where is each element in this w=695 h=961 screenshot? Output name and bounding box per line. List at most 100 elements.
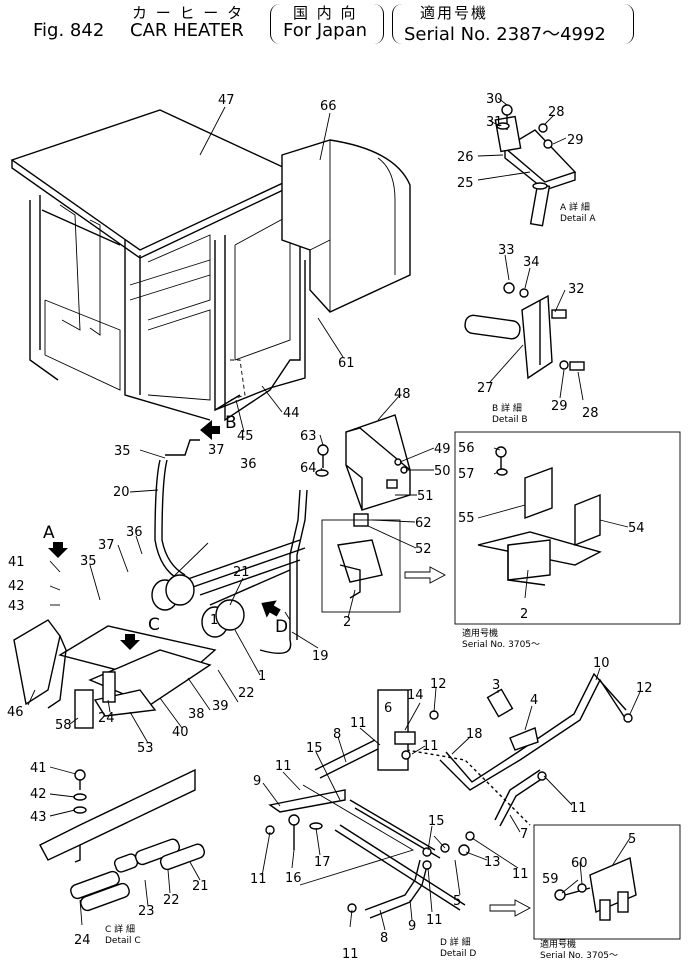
- part-number-label: 13: [484, 855, 501, 870]
- part-number-label: 11: [350, 716, 367, 731]
- detail-captions: A 詳 細 Detail A B 詳 細 Detail B C 詳 細 Deta…: [105, 201, 618, 961]
- part-number-label: 21: [192, 879, 209, 894]
- part-number-label: 20: [113, 485, 130, 500]
- engine-hood: [281, 139, 411, 313]
- japanese-region: 国 内 向: [293, 4, 358, 22]
- part-number-label: 45: [237, 429, 254, 444]
- bolt-63-64: [315, 444, 329, 477]
- part-number-label: 36: [240, 457, 257, 472]
- japanese-part-name: カ ー ヒ ー タ: [132, 4, 245, 22]
- detail-d-caption-en: Detail D: [440, 949, 476, 959]
- part-number-label: 35: [80, 554, 97, 569]
- part-number-label: 29: [567, 133, 584, 148]
- part-number-label: 24: [74, 933, 91, 948]
- part-number-label: 5: [628, 832, 636, 847]
- part-number-label: 27: [477, 381, 494, 396]
- view-letter-d: D: [275, 617, 288, 637]
- detail-b-caption-en: Detail B: [492, 415, 528, 425]
- part-number-label: 3: [492, 678, 500, 693]
- view-letter-b: B: [225, 413, 237, 433]
- part-number-label: 37: [208, 443, 225, 458]
- part-number-label: 30: [486, 92, 503, 107]
- part-number-label: 21: [233, 565, 250, 580]
- part-number-label: 29: [551, 399, 568, 414]
- part-number-label: 11: [342, 947, 359, 961]
- part-number-label: 58: [55, 718, 72, 733]
- part-number-label: 38: [188, 707, 205, 722]
- serial-3705-box: [454, 431, 681, 625]
- part-number-label: 55: [458, 511, 475, 526]
- figure-region: For Japan: [283, 20, 368, 41]
- part-number-label: 57: [458, 467, 475, 482]
- view-letter-a: A: [43, 523, 55, 543]
- part-number-label: 1: [210, 613, 218, 628]
- part-number-label: 39: [212, 699, 229, 714]
- part-number-label: 25: [457, 176, 474, 191]
- part-number-label: 32: [568, 282, 585, 297]
- part-number-label: 9: [253, 774, 261, 789]
- view-letter-c: C: [148, 615, 160, 635]
- heater-hoses: [154, 439, 308, 654]
- part-number-label: 62: [415, 516, 432, 531]
- region-bracket: [270, 4, 384, 44]
- detail-b-drawing: [464, 282, 585, 380]
- part-number-label: 11: [570, 801, 587, 816]
- part-number-label: 16: [285, 871, 302, 886]
- blower-units: [151, 574, 245, 638]
- part-number-label: 60: [571, 856, 588, 871]
- part-number-label: 48: [394, 387, 411, 402]
- part-number-label: 33: [498, 243, 515, 258]
- view-arrows: [48, 420, 531, 917]
- part-number-label: 41: [30, 761, 47, 776]
- serial-note-1: Serial No. 3705～: [462, 640, 540, 650]
- part-number-label: 59: [542, 872, 559, 887]
- detail-c-caption-en: Detail C: [105, 936, 141, 946]
- cab-assembly: [10, 109, 306, 422]
- part-number-label: 11: [275, 759, 292, 774]
- heater-box: [345, 414, 411, 527]
- part-number-label: 23: [138, 904, 155, 919]
- part-number-label: 2: [520, 607, 528, 622]
- part-number-label: 36: [126, 525, 143, 540]
- serial-note-jp-2: 適用号機: [540, 938, 576, 950]
- part-number-label: 26: [457, 150, 474, 165]
- part-number-label: 51: [417, 489, 434, 504]
- part-number-label: 8: [380, 931, 388, 946]
- part-number-label: 31: [486, 115, 503, 130]
- part-number-label: 49: [434, 442, 451, 457]
- part-number-label: 54: [628, 521, 645, 536]
- part-number-label: 43: [8, 599, 25, 614]
- detail-c-drawing: [39, 768, 206, 912]
- part-number-label: 6: [384, 701, 392, 716]
- part-number-label: 22: [238, 686, 255, 701]
- part-number-label: 64: [300, 461, 317, 476]
- bracket-2: [321, 519, 401, 613]
- part-number-label: 42: [30, 787, 47, 802]
- part-number-label: 40: [172, 725, 189, 740]
- part-number-label: 19: [312, 649, 329, 664]
- part-number-label: 15: [428, 814, 445, 829]
- part-number-label: 24: [98, 711, 115, 726]
- part-number-label: 10: [593, 656, 610, 671]
- part-number-label: 5: [453, 894, 461, 909]
- part-number-label: 11: [426, 913, 443, 928]
- part-number-label: 37: [98, 538, 115, 553]
- figure-serial: Serial No. 2387～4992: [404, 24, 606, 45]
- part-number-label: 42: [8, 579, 25, 594]
- part-number-label: 47: [218, 93, 235, 108]
- view-letters: A B C D: [43, 413, 288, 637]
- part-number-label: 12: [430, 677, 447, 692]
- part-number-label: 1: [258, 669, 266, 684]
- diagram-header: カ ー ヒ ー タ 国 内 向 適用号機 Fig. 842 CAR HEATER…: [0, 0, 695, 48]
- part-number-label: 46: [7, 705, 24, 720]
- part-number-label: 22: [163, 893, 180, 908]
- part-number-label: 11: [512, 867, 529, 882]
- detail-d-caption-jp: D 詳 細: [440, 936, 471, 948]
- detail-a-drawing: [494, 104, 577, 227]
- serial-note-jp: 適用号機: [462, 627, 498, 639]
- part-number-label: 63: [300, 429, 317, 444]
- part-number-label: 56: [458, 441, 475, 456]
- part-number-label: 43: [30, 810, 47, 825]
- part-number-label: 8: [333, 727, 341, 742]
